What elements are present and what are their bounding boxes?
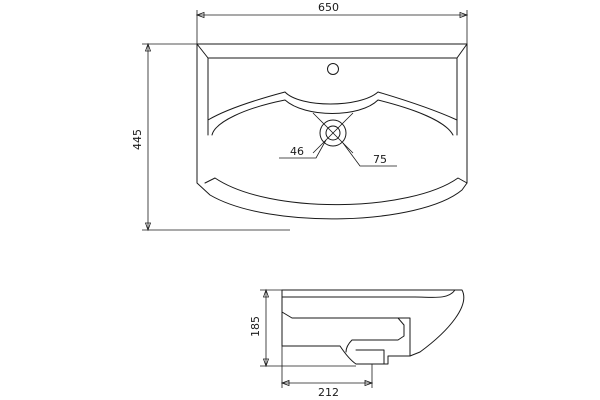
side-profile-outline xyxy=(281,289,465,365)
side-view: 185 212 xyxy=(249,288,465,399)
height-dimension: 185 xyxy=(249,288,356,368)
depth-dimension: 445 xyxy=(131,42,290,232)
side-rim-line xyxy=(281,289,456,298)
drain-outer-leader xyxy=(342,142,397,167)
basin-outline xyxy=(196,43,468,220)
offset-dimension: 212 xyxy=(280,346,374,399)
tap-hole xyxy=(327,63,339,75)
side-drain-outline xyxy=(355,349,385,365)
drain-hole-label: 46 xyxy=(290,145,304,158)
top-view: 46 75 650 445 xyxy=(131,1,469,232)
bowl-lip-curve-inner xyxy=(211,99,454,136)
bowl-front-contour xyxy=(204,177,468,206)
width-label: 650 xyxy=(318,1,339,14)
height-label: 185 xyxy=(249,316,262,337)
offset-label: 212 xyxy=(318,386,339,399)
side-overflow-line xyxy=(397,317,411,357)
side-bowl-section xyxy=(281,311,405,353)
depth-label: 445 xyxy=(131,129,144,150)
bowl-back-edge xyxy=(207,57,458,136)
drain-outer-label: 75 xyxy=(373,153,387,166)
rim-inner-edge xyxy=(196,43,468,59)
bowl-lip-curve xyxy=(207,91,458,121)
width-dimension: 650 xyxy=(195,1,469,44)
drain-icon xyxy=(312,112,354,154)
drain-hole-leader xyxy=(279,139,327,159)
